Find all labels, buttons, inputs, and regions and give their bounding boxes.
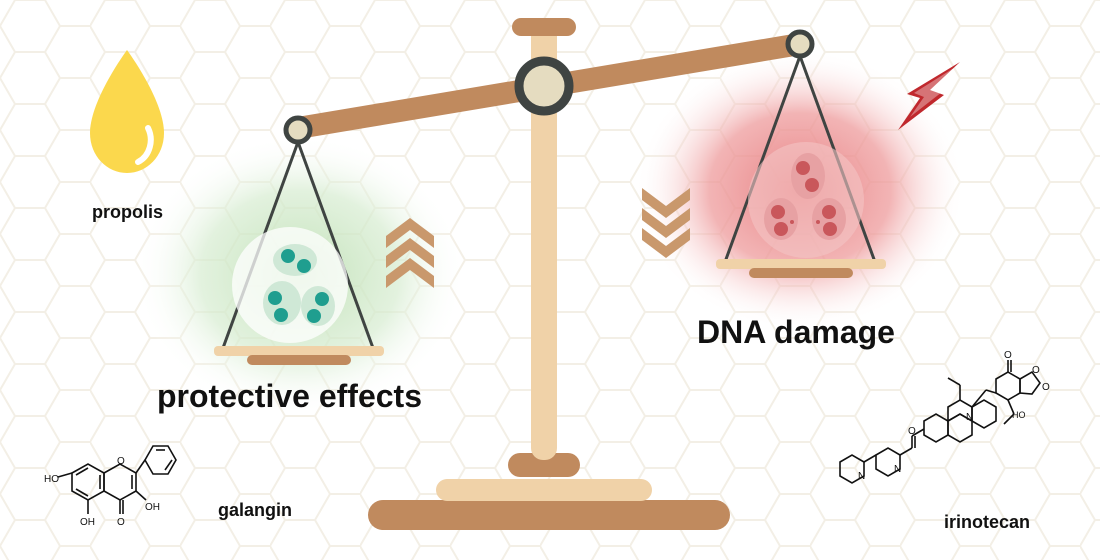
galangin-label: galangin [218, 500, 293, 520]
galangin-atom-oh-bottom: OH [80, 517, 95, 528]
down-chevrons-icon [642, 188, 690, 258]
galangin-atom-o-keto: O [117, 517, 125, 528]
irinotecan-atom-n1: N [966, 412, 973, 423]
irinotecan-atom-o1: O [1004, 350, 1012, 361]
right-pan [716, 259, 886, 269]
up-chevrons-icon [386, 218, 434, 288]
left-pivot [283, 115, 313, 145]
irinotecan-atom-o4: O [908, 426, 916, 437]
scale-collar [508, 453, 580, 477]
center-pivot [514, 56, 574, 116]
irinotecan-atom-o3: O [1042, 382, 1050, 393]
dna-damage-label: DNA damage [697, 314, 895, 350]
propolis-label: propolis [92, 202, 163, 222]
irinotecan-label: irinotecan [944, 512, 1031, 532]
oil-drop-icon [90, 50, 164, 173]
damaged-cells [748, 142, 864, 258]
scale-post-cap [512, 18, 576, 36]
left-pan-base [247, 355, 351, 365]
healthy-cells [232, 227, 348, 343]
irinotecan-atom-o2: O [1032, 365, 1040, 376]
right-pivot [785, 29, 815, 59]
left-pan [214, 346, 384, 356]
right-string-a [723, 55, 802, 263]
scale-base-mid [436, 479, 652, 501]
lightning-icon [898, 62, 960, 130]
irinotecan-atom-oh: HO [1012, 410, 1026, 420]
irinotecan-atom-n3: N [858, 471, 865, 482]
galangin-structure [57, 445, 177, 514]
protective-effects-label: protective effects [157, 378, 422, 414]
right-pan-base [749, 268, 853, 278]
left-string-b [296, 141, 375, 349]
irinotecan-atom-n2: N [894, 464, 901, 475]
galangin-atom-o-ring: O [117, 456, 125, 467]
galangin-atom-oh-top: HO [44, 474, 59, 485]
galangin-atom-oh-right: OH [145, 502, 160, 513]
scale-base-bottom [368, 500, 730, 530]
scale-post [531, 20, 557, 460]
irinotecan-structure [839, 360, 1041, 484]
